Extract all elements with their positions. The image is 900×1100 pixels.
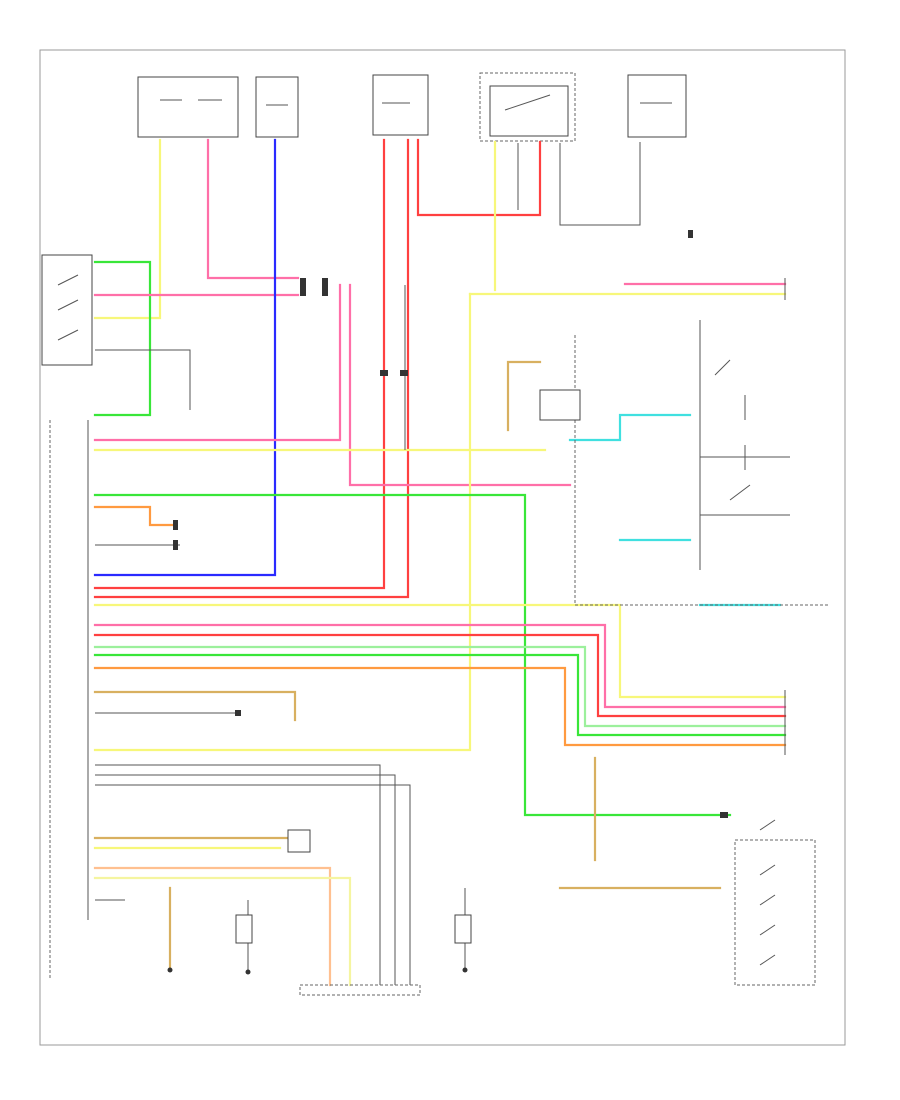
wire-pink-bus: [93, 623, 787, 709]
steering-pad-switch: [734, 819, 816, 986]
wire-blue-1: [93, 138, 277, 577]
wire-lgreen-bus: [93, 645, 787, 728]
top-fuse-box-group: [137, 72, 687, 142]
wire-gray-5: [95, 764, 381, 985]
ground-3: [462, 967, 468, 973]
yaw-rate-sensor: [235, 829, 472, 996]
relay-box-2: [255, 76, 299, 138]
wire-yellow-bus: [93, 603, 787, 699]
wire-red-bus: [93, 633, 787, 718]
wire-gray-7: [95, 784, 411, 985]
stop-lamp-switch: [41, 254, 93, 366]
wire-orange-2: [93, 866, 332, 987]
wire-pink-3: [93, 283, 342, 442]
wire-pink-1: [206, 138, 300, 280]
wire-yellow-1: [93, 138, 162, 320]
wire-green-bus: [93, 653, 787, 737]
pins: [173, 230, 728, 818]
wire-tan-6: [506, 360, 542, 432]
wire-red-3: [416, 138, 542, 217]
wire-pink-4: [348, 283, 572, 487]
wire-tan-1: [93, 690, 297, 722]
wire-yellow-to-connector: [93, 292, 472, 752]
wire-gray-6: [95, 774, 396, 985]
wire-orange-bus: [93, 666, 787, 747]
ground-1: [167, 967, 173, 973]
wire-red-2: [93, 138, 410, 599]
wire-gray-2: [95, 349, 191, 410]
wire-orange-1: [93, 505, 174, 527]
relay-box-4: [489, 85, 569, 137]
wire-red-1: [93, 138, 386, 590]
grounds: [167, 967, 468, 975]
relay-box-5: [627, 74, 687, 138]
diagram-frame: [39, 49, 846, 1046]
relay-box-4-outline: [479, 72, 576, 142]
wire-gray-9: [559, 142, 641, 226]
wire-lyellow-2: [93, 876, 352, 987]
ground-2: [245, 969, 251, 975]
control-module-connector: [49, 420, 89, 980]
wire-cyan-1: [568, 413, 692, 442]
combination-meter: [539, 320, 830, 606]
instrument-panel-fuse-box: [137, 76, 239, 138]
relay-box-3: [372, 74, 429, 136]
wires: [93, 138, 787, 987]
wire-green-1: [93, 260, 152, 417]
